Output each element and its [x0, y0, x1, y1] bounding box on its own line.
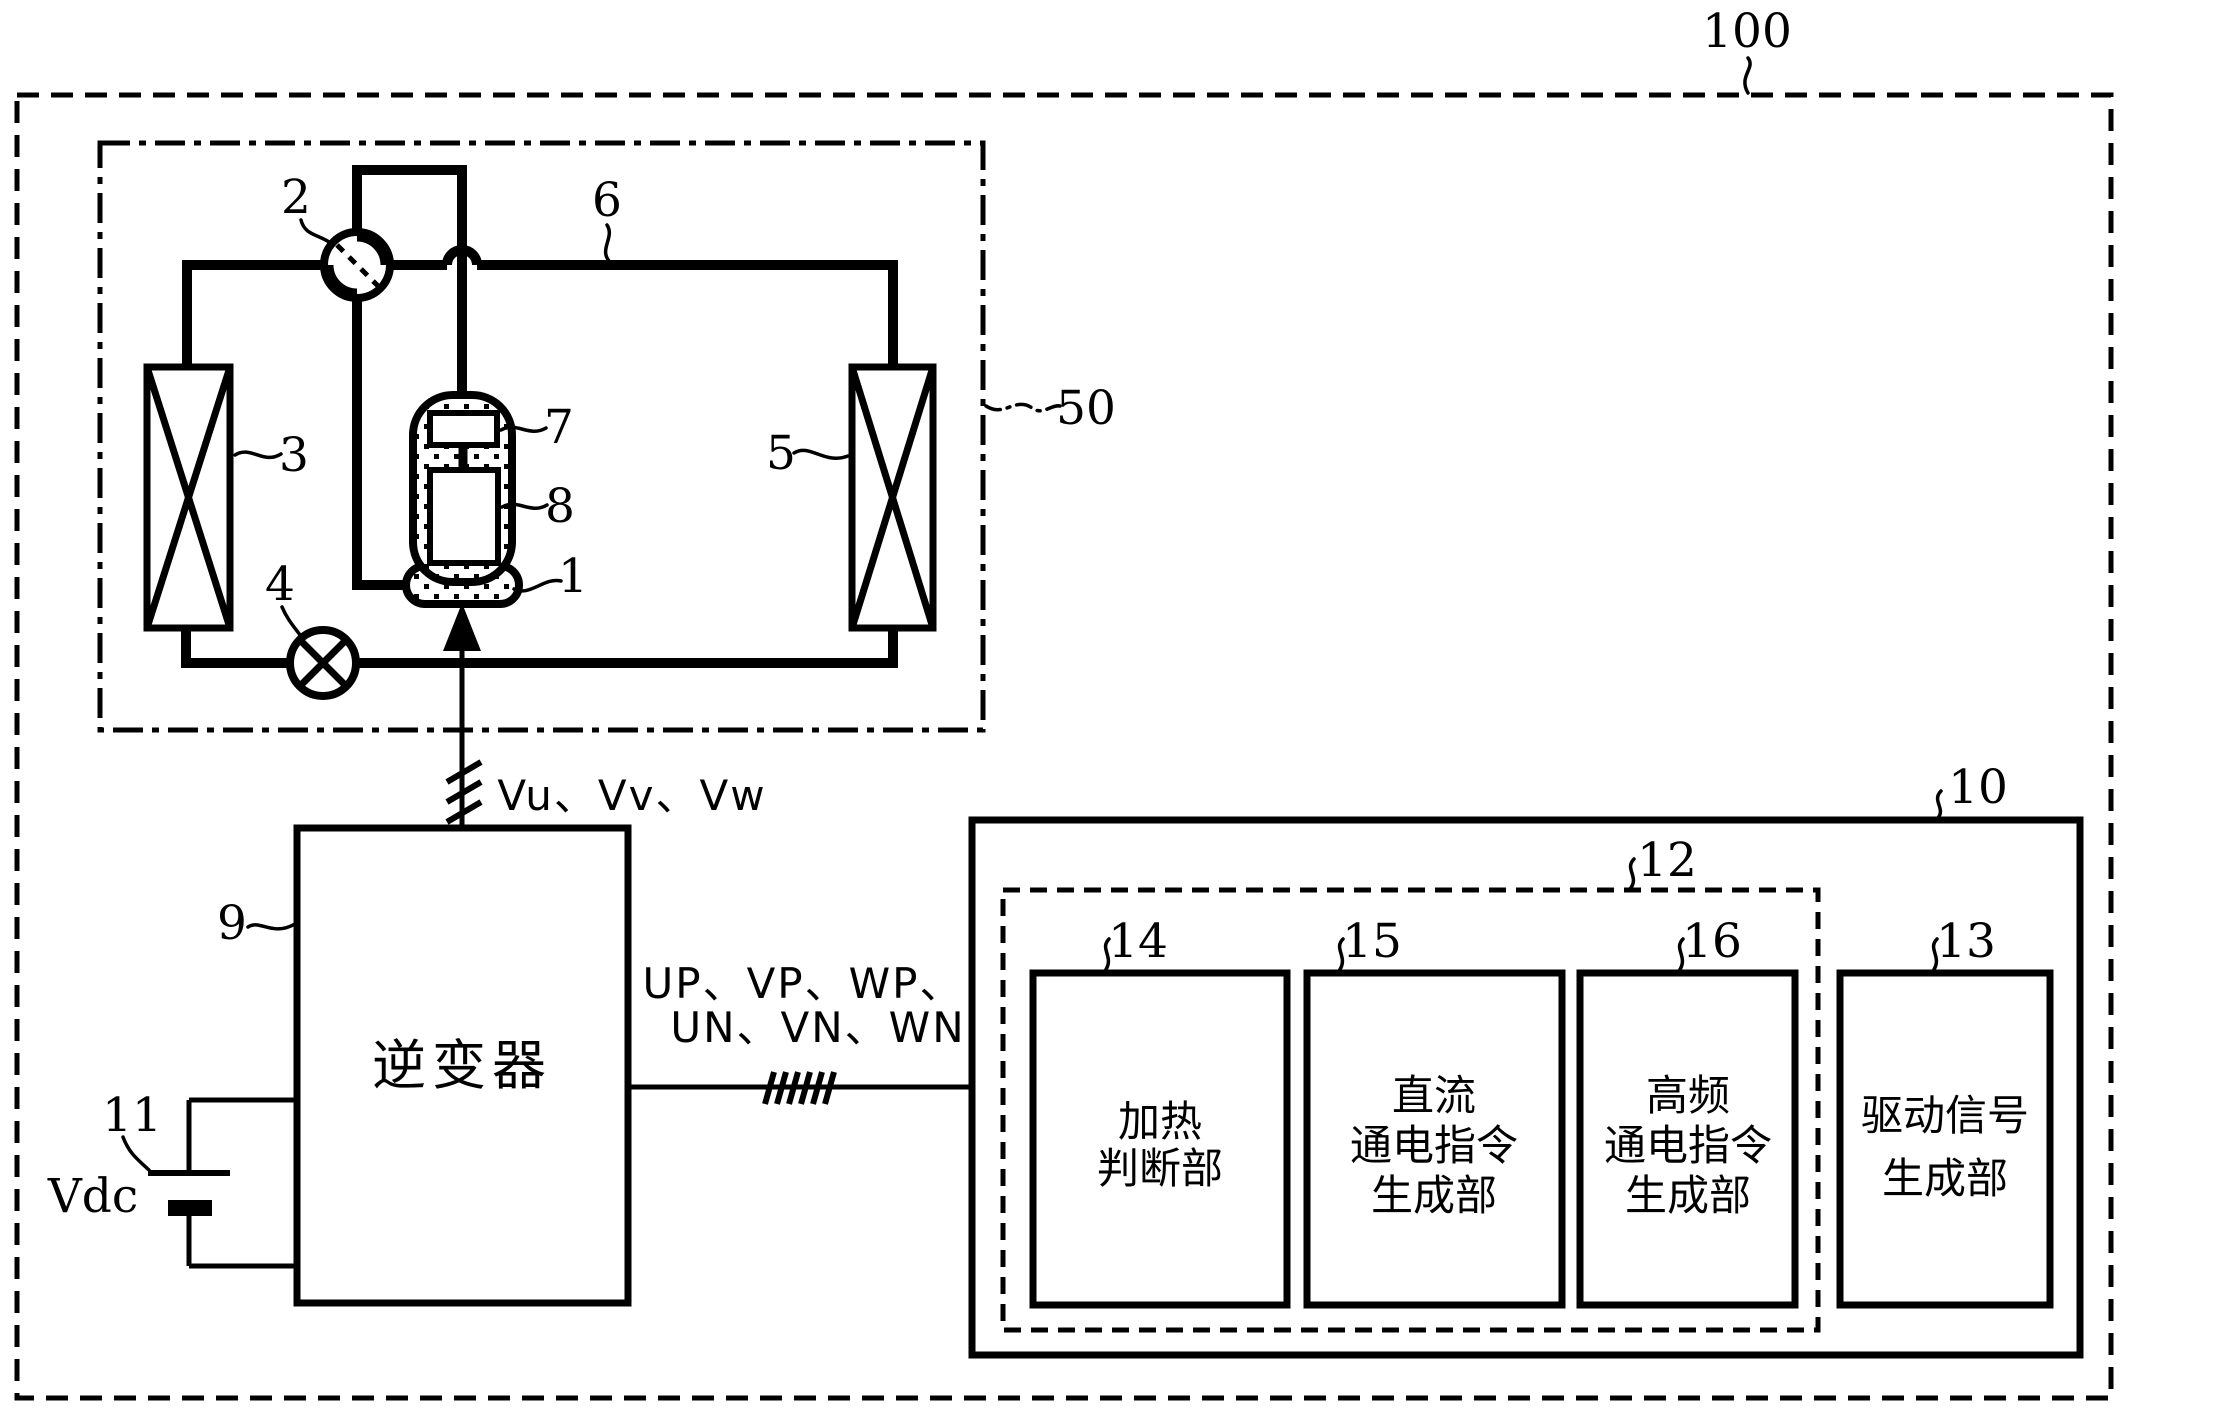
heat-exchanger-3	[143, 363, 234, 632]
leader-4	[280, 605, 305, 641]
leader-1	[512, 578, 563, 593]
heating-determination-label-line2: 判断部	[1097, 1144, 1223, 1193]
break-tick	[810, 1071, 825, 1105]
leader-6	[603, 223, 612, 263]
leader-7	[499, 425, 548, 434]
hf-command-label-line2: 通电指令	[1604, 1121, 1772, 1170]
dc-command-label-line2: 通电指令	[1350, 1121, 1518, 1170]
dc-command-label-line1: 直流	[1392, 1071, 1476, 1120]
ref-label-6: 6	[592, 173, 622, 228]
gate-signal-label-line1: UP、VP、WP、	[643, 959, 964, 1008]
pipe-discharge-loop	[352, 165, 467, 402]
leader-lines	[121, 56, 1943, 1172]
heating-determination-box-14	[1029, 969, 1291, 1309]
leader-5	[792, 448, 850, 460]
gate-signal-label-line2: UN、VN、WN	[670, 1003, 965, 1052]
hf-command-label-line3: 生成部	[1625, 1171, 1751, 1220]
leader-10	[1935, 789, 1943, 821]
heat-exchanger-3-diagonal	[143, 365, 234, 630]
dc-energization-command-box-15	[1303, 969, 1566, 1309]
compression-mechanism-8	[427, 467, 501, 566]
gate-signal-line	[628, 1071, 972, 1105]
leader-9	[246, 922, 297, 931]
command-generation-unit-12	[1000, 887, 1821, 1333]
ref-label-4: 4	[265, 557, 295, 612]
ref-label-11: 11	[102, 1088, 162, 1143]
ref-label-10: 10	[1948, 760, 2008, 815]
ref-label-16: 16	[1682, 914, 1742, 969]
inverter-box-9	[293, 824, 632, 1307]
ref-label-15: 15	[1342, 914, 1402, 969]
refrigeration-circuit-boundary-50	[97, 140, 986, 733]
break-tick	[445, 759, 483, 785]
ref-label-13: 13	[1936, 914, 1996, 969]
inverter-label: 逆变器	[372, 1034, 552, 1097]
leader-3	[233, 450, 283, 460]
dc-power-source-11	[148, 1097, 297, 1269]
arrow-up-icon	[443, 603, 481, 651]
ref-label-1: 1	[558, 549, 588, 604]
ref-label-3: 3	[279, 428, 309, 483]
refrigerant-pipes	[181, 165, 898, 668]
break-tick	[445, 779, 483, 805]
four-way-valve-body	[320, 228, 394, 302]
hf-command-label-line1: 高频	[1646, 1071, 1730, 1120]
break-tick	[786, 1071, 801, 1105]
leader-100	[1743, 56, 1752, 95]
break-tick	[445, 799, 483, 825]
ref-label-2: 2	[281, 170, 311, 225]
leader-12	[1628, 857, 1636, 891]
leader-2	[299, 218, 334, 246]
drive-signal-generation-box-13	[1836, 969, 2054, 1309]
ref-label-14: 14	[1108, 914, 1168, 969]
pipe-valve-to-left-exchanger	[182, 260, 330, 380]
four-way-valve-2	[320, 228, 394, 302]
break-tick	[762, 1071, 777, 1105]
leader-50	[984, 402, 1062, 413]
heat-exchanger-5-diagonal	[848, 365, 937, 630]
motor-supply-line	[443, 603, 483, 826]
heat-exchanger-5	[848, 363, 937, 632]
leader-14	[1103, 937, 1111, 973]
three-phase-break-marks	[445, 759, 483, 825]
expansion-valve-4	[286, 626, 360, 700]
motor-voltage-label: Vu、Vv、Vw	[497, 771, 766, 820]
valve-passage-left-bottom	[324, 264, 358, 298]
valve-passage-top-right	[356, 232, 390, 266]
ref-label-12: 12	[1637, 833, 1697, 888]
leader-11	[121, 1135, 151, 1172]
break-tick	[822, 1071, 837, 1105]
ref-label-9: 9	[217, 896, 247, 951]
leader-15	[1337, 937, 1345, 973]
dc-command-label-line3: 生成部	[1371, 1171, 1497, 1220]
leader-8	[500, 502, 549, 511]
pipe-suction-line	[352, 284, 414, 590]
leader-16	[1677, 937, 1685, 973]
ref-label-50: 50	[1056, 381, 1116, 436]
drive-signal-label-line1: 驱动信号	[1861, 1091, 2029, 1140]
pipe-6-right-segment	[477, 260, 898, 380]
compressor-motor-7	[427, 410, 500, 448]
compressor-1	[402, 391, 523, 608]
heating-determination-label-line1: 加热	[1118, 1097, 1202, 1146]
pipe-crossover-hop	[442, 245, 482, 266]
drive-signal-label-line2: 生成部	[1882, 1154, 2008, 1203]
vdc-label: Vdc	[47, 1169, 138, 1224]
ref-label-8: 8	[545, 479, 575, 534]
ref-label-7: 7	[544, 400, 574, 455]
pipe-bottom-line	[181, 615, 898, 668]
leader-13	[1931, 937, 1939, 973]
ref-label-100: 100	[1702, 4, 1792, 59]
break-tick	[774, 1071, 789, 1105]
hf-energization-command-box-16	[1576, 969, 1799, 1309]
six-signal-break-marks	[762, 1071, 837, 1105]
expansion-valve-cross	[297, 637, 349, 689]
break-tick	[798, 1071, 813, 1105]
ref-label-5: 5	[766, 426, 796, 481]
